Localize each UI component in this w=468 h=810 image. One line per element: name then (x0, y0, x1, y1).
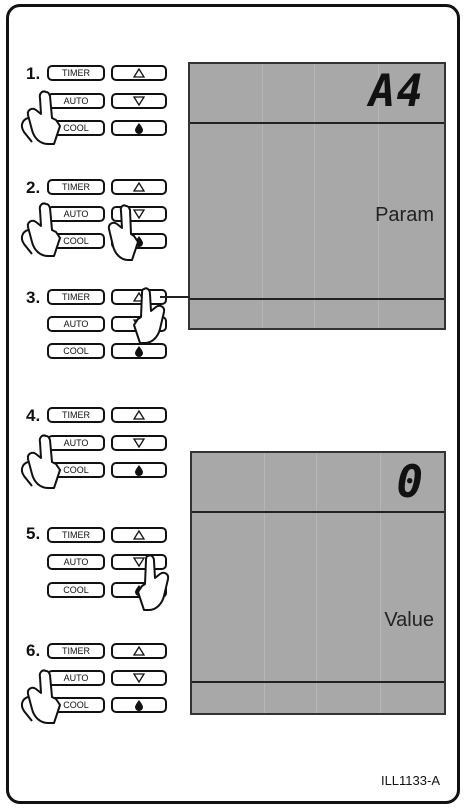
pointer-line (160, 296, 190, 298)
cool-button[interactable]: COOL (47, 462, 105, 478)
down-arrow-button[interactable] (111, 435, 167, 451)
drop-icon (135, 465, 143, 476)
step-2-number: 2. (26, 178, 41, 197)
fan-button[interactable] (111, 582, 167, 598)
up-triangle-icon (132, 409, 146, 420)
down-triangle-icon (132, 319, 146, 330)
drop-icon (135, 346, 143, 357)
step-6-number: 6. (26, 641, 41, 660)
timer-button[interactable]: TIMER (47, 65, 105, 81)
lcd-divider (264, 453, 265, 713)
up-triangle-icon (132, 181, 146, 192)
lcd-separator-line (192, 681, 444, 683)
down-arrow-button[interactable] (111, 93, 167, 109)
down-triangle-icon (132, 557, 146, 568)
drop-icon (135, 123, 143, 134)
step-3-number: 3. (26, 288, 41, 307)
up-triangle-icon (132, 529, 146, 540)
cool-button[interactable]: COOL (47, 697, 105, 713)
lcd-separator-line (192, 511, 444, 513)
auto-button[interactable]: AUTO (47, 316, 105, 332)
up-triangle-icon (132, 291, 146, 302)
step-5-number: 5. (26, 524, 41, 543)
up-arrow-button[interactable] (111, 65, 167, 81)
up-arrow-button[interactable] (111, 179, 167, 195)
lcd-divider (316, 453, 317, 713)
down-triangle-icon (132, 209, 146, 220)
down-arrow-button[interactable] (111, 554, 167, 570)
lcd-value-readout: 0 (396, 457, 424, 508)
down-arrow-button[interactable] (111, 206, 167, 222)
lcd-separator-line (190, 122, 444, 124)
lcd-divider (380, 453, 381, 713)
down-arrow-button[interactable] (111, 670, 167, 686)
cool-button[interactable]: COOL (47, 233, 105, 249)
fan-button[interactable] (111, 697, 167, 713)
timer-button[interactable]: TIMER (47, 527, 105, 543)
fan-button[interactable] (111, 120, 167, 136)
auto-button[interactable]: AUTO (47, 670, 105, 686)
lcd-separator-line (190, 298, 444, 300)
fan-button[interactable] (111, 233, 167, 249)
drop-icon (135, 585, 143, 596)
step-4-number: 4. (26, 406, 41, 425)
down-triangle-icon (132, 673, 146, 684)
lcd-display-value: 0 Value (190, 451, 446, 715)
up-arrow-button[interactable] (111, 289, 167, 305)
cool-button[interactable]: COOL (47, 120, 105, 136)
timer-button[interactable]: TIMER (47, 179, 105, 195)
up-arrow-button[interactable] (111, 643, 167, 659)
figure-reference-id: ILL1133-A (380, 773, 440, 788)
auto-button[interactable]: AUTO (47, 435, 105, 451)
drop-icon (135, 700, 143, 711)
auto-button[interactable]: AUTO (47, 93, 105, 109)
down-triangle-icon (132, 96, 146, 107)
up-triangle-icon (132, 645, 146, 656)
lcd-code-readout: A4 (369, 66, 424, 117)
fan-button[interactable] (111, 343, 167, 359)
down-triangle-icon (132, 438, 146, 449)
auto-button[interactable]: AUTO (47, 206, 105, 222)
drop-icon (135, 236, 143, 247)
lcd-param-label: Param (375, 204, 434, 226)
timer-button[interactable]: TIMER (47, 407, 105, 423)
lcd-divider (314, 64, 315, 328)
lcd-divider (378, 64, 379, 328)
cool-button[interactable]: COOL (47, 582, 105, 598)
timer-button[interactable]: TIMER (47, 643, 105, 659)
lcd-divider (262, 64, 263, 328)
fan-button[interactable] (111, 462, 167, 478)
lcd-value-label: Value (384, 609, 434, 631)
up-arrow-button[interactable] (111, 407, 167, 423)
step-1-number: 1. (26, 64, 41, 83)
up-arrow-button[interactable] (111, 527, 167, 543)
down-arrow-button[interactable] (111, 316, 167, 332)
cool-button[interactable]: COOL (47, 343, 105, 359)
up-triangle-icon (132, 67, 146, 78)
auto-button[interactable]: AUTO (47, 554, 105, 570)
timer-button[interactable]: TIMER (47, 289, 105, 305)
lcd-display-parameter: A4 Param (188, 62, 446, 330)
